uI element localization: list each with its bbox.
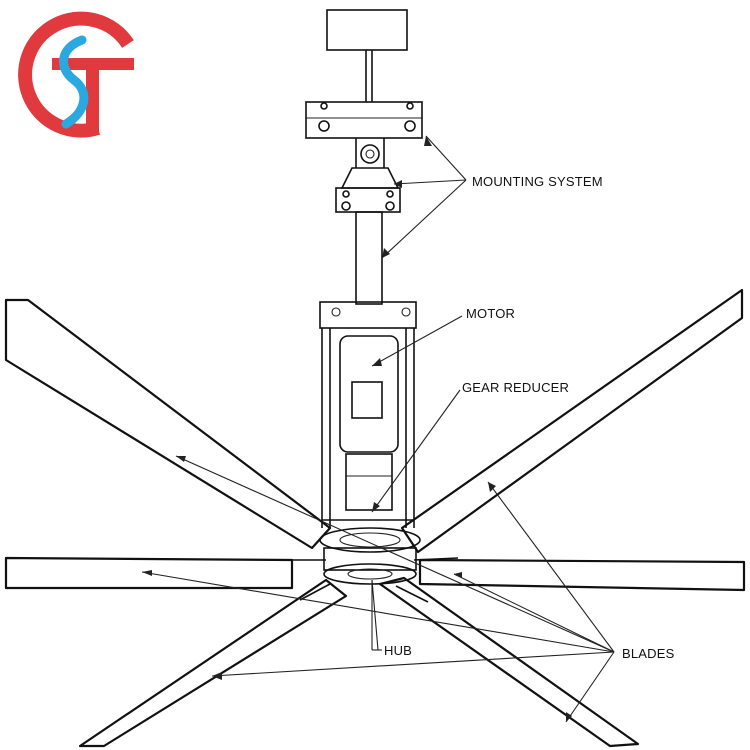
fan-blades <box>4 288 746 748</box>
motor-nameplate <box>351 381 383 419</box>
gear-reducer <box>345 453 393 511</box>
label-gear-reducer: GEAR REDUCER <box>462 380 569 395</box>
motor-housing <box>339 335 399 453</box>
blade-lower-left <box>78 578 348 748</box>
logo-t-bar <box>52 58 134 70</box>
hub-assembly <box>276 527 459 603</box>
logo-t-stem <box>86 66 99 134</box>
motor-assembly <box>319 301 417 528</box>
logo-ring <box>18 11 134 138</box>
ceiling-plate <box>326 9 408 51</box>
mounting-system <box>305 9 423 305</box>
blade-lower-right <box>378 576 640 748</box>
hub-body <box>323 547 417 571</box>
logo-s-swoosh <box>59 35 89 129</box>
frame-top-plate <box>319 301 417 329</box>
arrowheads <box>142 136 572 722</box>
down-rod <box>355 211 383 305</box>
hub-lower-disc <box>323 563 417 585</box>
label-mounting-system: MOUNTING SYSTEM <box>472 174 603 189</box>
label-blades: BLADES <box>622 646 675 661</box>
blade-upper-left <box>4 298 332 550</box>
blade-upper-right <box>400 288 744 554</box>
label-hub: HUB <box>384 643 412 658</box>
label-motor: MOTOR <box>466 306 515 321</box>
leader-lines <box>141 135 615 723</box>
lower-yoke <box>340 167 400 189</box>
blade-right <box>418 558 746 592</box>
hub-upper-disc <box>319 527 421 553</box>
company-logo <box>18 11 134 138</box>
upper-bracket <box>305 101 423 139</box>
